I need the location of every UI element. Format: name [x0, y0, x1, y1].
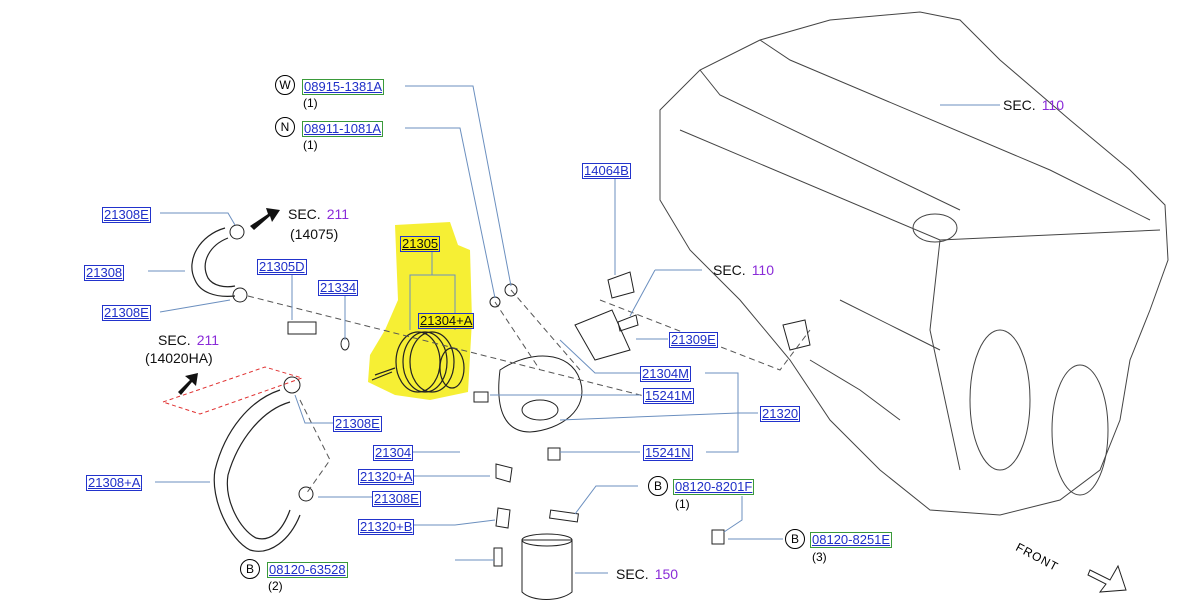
section-ref-number: 150 [654, 566, 679, 582]
part-label-15241n[interactable]: 15241N [643, 445, 693, 461]
section-ref-211-top-sub: (14075) [290, 226, 339, 242]
red-dashed-region [161, 366, 304, 415]
part-label-21334[interactable]: 21334 [318, 280, 359, 296]
w-circle-marker: W [275, 75, 295, 95]
section-ref-110-top[interactable]: SEC. 110 [1003, 97, 1064, 113]
part-label-14064b[interactable]: 14064B [582, 163, 631, 179]
section-ref-text: SEC. [288, 206, 321, 222]
section-ref-211-top[interactable]: SEC. 211 [288, 206, 349, 222]
section-ref-text: SEC. [1003, 97, 1036, 113]
part-label-08120-8201f[interactable]: 08120-8201F [673, 479, 755, 495]
section-ref-number: 211 [196, 332, 220, 348]
part-label-08120-63528[interactable]: 08120-63528 [267, 562, 348, 578]
section-ref-number: 110 [751, 262, 775, 278]
part-label-15241m[interactable]: 15241M [643, 388, 694, 404]
part-label-08120-8251e[interactable]: 08120-8251E [810, 532, 893, 548]
qty-08911: (1) [303, 138, 318, 152]
section-ref-text: SEC. [713, 262, 746, 278]
section-ref-211-left[interactable]: SEC. 211 [158, 332, 219, 348]
part-label-21304m[interactable]: 21304M [640, 366, 691, 382]
small-parts [229, 224, 811, 600]
part-label-21320b[interactable]: 21320+B [358, 519, 415, 535]
section-ref-text: SEC. [158, 332, 191, 348]
part-label-21320[interactable]: 21320 [760, 406, 801, 422]
engine-block [659, 11, 1169, 516]
part-label-21308e-second[interactable]: 21308E [102, 305, 151, 321]
n-circle-marker: N [275, 117, 295, 137]
center-lines [247, 289, 811, 495]
qty-08915: (1) [303, 96, 318, 110]
part-label-21308e-mid[interactable]: 21308E [333, 416, 382, 432]
part-label-21304[interactable]: 21304 [373, 445, 414, 461]
leader-lines [148, 85, 1127, 593]
part-label-21305d[interactable]: 21305D [257, 259, 307, 275]
part-label-21320a[interactable]: 21320+A [358, 469, 415, 485]
b-circle-marker-3: B [240, 559, 260, 579]
hoses [191, 227, 301, 552]
qty-8251e: (3) [812, 550, 827, 564]
b-circle-marker-1: B [648, 476, 668, 496]
qty-8201f: (1) [675, 497, 690, 511]
section-ref-number: 211 [326, 206, 350, 222]
section-ref-number: 110 [1041, 97, 1065, 113]
section-ref-150[interactable]: SEC. 150 [616, 566, 678, 582]
section-ref-211-left-sub: (14020HA) [145, 350, 213, 366]
b-circle-marker-2: B [785, 529, 805, 549]
part-label-21308e-low[interactable]: 21308E [372, 491, 421, 507]
oil-cooler [371, 331, 465, 393]
part-label-21308a[interactable]: 21308+A [86, 475, 143, 491]
section-ref-110-mid[interactable]: SEC. 110 [713, 262, 774, 278]
part-label-08915-1381a[interactable]: 08915-1381A [302, 79, 385, 95]
part-label-21309e[interactable]: 21309E [669, 332, 718, 348]
qty-63528: (2) [268, 579, 283, 593]
part-label-21308e-top[interactable]: 21308E [102, 207, 151, 223]
arrows [178, 208, 280, 395]
part-label-21304a[interactable]: 21304+A [418, 313, 475, 329]
part-label-08911-1081a[interactable]: 08911-1081A [302, 121, 384, 137]
part-label-21305[interactable]: 21305 [400, 236, 441, 252]
section-ref-text: SEC. [616, 566, 649, 582]
part-label-21308[interactable]: 21308 [84, 265, 125, 281]
